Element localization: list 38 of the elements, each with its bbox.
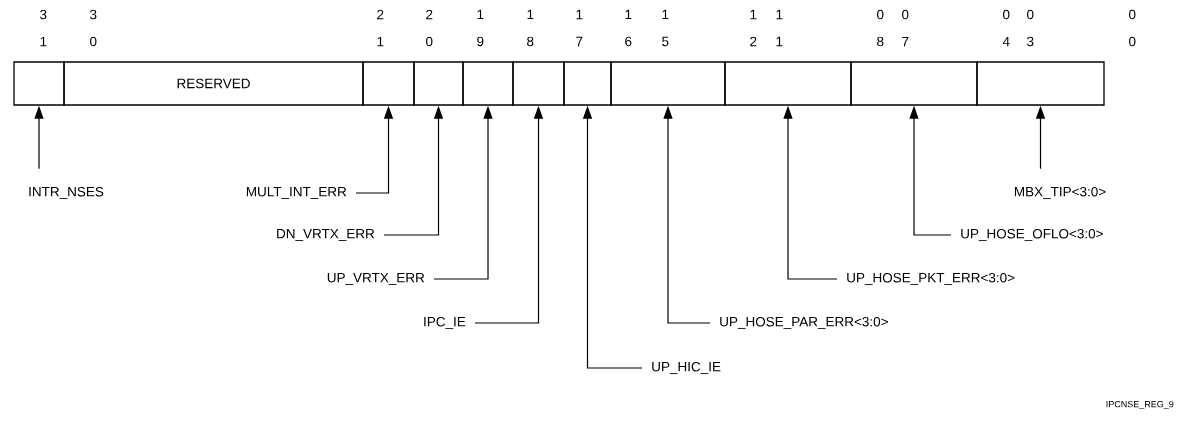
bit-number: 0 0 bbox=[1129, 9, 1136, 47]
bit-number: 3 1 bbox=[40, 9, 47, 47]
field-label: UP_HOSE_PAR_ERR<3:0> bbox=[720, 316, 888, 330]
field-label: DN_VRTX_ERR bbox=[277, 229, 375, 241]
register-field bbox=[724, 61, 852, 106]
field-label: UP_HOSE_OFLO<3:0> bbox=[961, 228, 1103, 242]
field-label: MBX_TIP<3:0> bbox=[1014, 186, 1106, 200]
bit-number: 0 3 bbox=[1027, 9, 1034, 47]
register-field bbox=[563, 61, 612, 106]
bit-number: 1 1 bbox=[776, 9, 783, 47]
register-field bbox=[413, 61, 464, 106]
register-field bbox=[610, 61, 726, 106]
register-field bbox=[976, 61, 1105, 106]
bit-number: 2 1 bbox=[377, 9, 384, 47]
field-label: INTR_NSES bbox=[29, 186, 104, 200]
bit-number: 1 9 bbox=[477, 9, 484, 47]
bit-number: 0 4 bbox=[1002, 9, 1010, 47]
bit-number: 2 0 bbox=[426, 9, 433, 47]
bit-number: 0 7 bbox=[902, 9, 909, 47]
bit-number: 1 8 bbox=[527, 9, 534, 47]
bit-number: 1 5 bbox=[662, 9, 669, 47]
register-field: RESERVED bbox=[63, 61, 364, 106]
register-field bbox=[850, 61, 978, 106]
register-field bbox=[512, 61, 565, 106]
field-label: MULT_INT_ERR bbox=[246, 187, 347, 199]
bit-number: 3 0 bbox=[90, 9, 97, 47]
field-label: UP_VRTX_ERR bbox=[327, 273, 425, 285]
field-label: UP_HIC_IE bbox=[652, 361, 721, 375]
field-label: UP_HOSE_PKT_ERR<3:0> bbox=[847, 272, 1015, 286]
figure-id: IPCNSE_REG_9 bbox=[1106, 400, 1174, 409]
register-field bbox=[362, 61, 415, 106]
bit-number: 1 6 bbox=[625, 9, 632, 47]
bit-number: 0 8 bbox=[877, 9, 884, 47]
register-field bbox=[13, 61, 65, 106]
field-label: IPC_IE bbox=[424, 316, 466, 330]
register-field bbox=[462, 61, 514, 106]
bit-number: 1 2 bbox=[750, 9, 757, 47]
bit-number: 1 7 bbox=[576, 9, 583, 47]
